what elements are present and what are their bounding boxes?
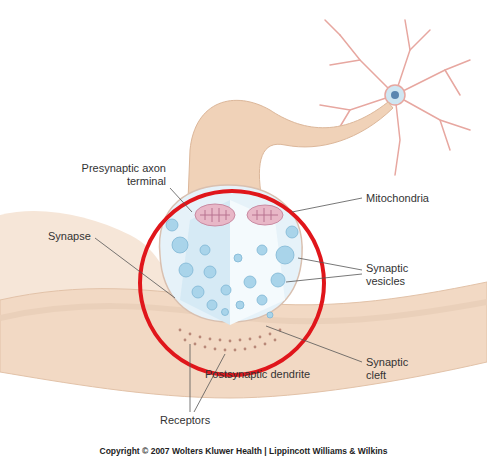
illustration-part — [395, 60, 470, 95]
illustration-part — [252, 208, 278, 222]
illustration-part — [257, 295, 267, 305]
illustration-part — [204, 266, 216, 278]
illustration-part — [234, 254, 242, 262]
illustration-part — [199, 336, 202, 339]
illustration-part — [170, 188, 192, 212]
part-label: Receptors — [160, 414, 240, 427]
illustration-part — [269, 333, 272, 336]
illustration-part — [195, 204, 235, 226]
illustration-part — [222, 309, 229, 316]
illustration-part — [274, 339, 277, 342]
illustration-part — [166, 219, 178, 231]
illustration-part — [286, 274, 362, 282]
illustration-part — [267, 312, 273, 318]
illustration-part — [204, 346, 207, 349]
illustration-part — [410, 30, 430, 50]
part-label: Synapse — [48, 230, 108, 243]
illustration-part — [95, 238, 175, 298]
part-label: Presynaptic axon terminal — [80, 162, 166, 188]
illustration-part — [219, 339, 222, 342]
illustration-part — [209, 338, 212, 341]
illustration-part — [179, 329, 182, 332]
illustration-part — [236, 301, 244, 309]
illustration-part — [194, 343, 197, 346]
illustration-part — [200, 245, 210, 255]
mitochondria — [195, 204, 283, 226]
illustration-part — [194, 354, 225, 412]
illustration-part — [340, 35, 395, 95]
illustration-part — [172, 237, 188, 253]
illustration-part — [247, 205, 283, 225]
illustration-part — [214, 348, 217, 351]
highlight-circle — [140, 191, 324, 375]
receptors — [179, 329, 282, 352]
illustration-part — [221, 285, 231, 295]
illustration-part — [207, 300, 217, 310]
illustration-part — [189, 333, 192, 336]
illustration-part — [257, 245, 267, 255]
illustration-part — [271, 273, 285, 287]
illustration-part — [190, 344, 191, 412]
illustration-part — [395, 95, 470, 130]
illustration-part — [229, 340, 232, 343]
part-label: Synaptic cleft — [366, 356, 428, 382]
illustration-part — [445, 70, 460, 95]
illustration-part — [230, 200, 285, 325]
illustration-part — [244, 276, 256, 288]
illustration-part — [234, 349, 237, 352]
illustration-part — [266, 326, 362, 362]
illustration-part — [395, 95, 400, 175]
illustration-part — [239, 339, 242, 342]
part-label: Mitochondria — [366, 192, 466, 205]
illustration-part — [254, 346, 257, 349]
illustration-part — [249, 338, 252, 341]
illustration-part — [192, 286, 204, 298]
illustration-part — [276, 246, 294, 264]
illustration-part — [391, 91, 399, 99]
leader-lines — [95, 188, 362, 412]
illustration-part — [200, 208, 230, 222]
illustration-part — [179, 263, 193, 277]
illustration-part — [292, 198, 362, 212]
illustration-part — [264, 343, 267, 346]
illustration-part — [224, 349, 227, 352]
illustration-part — [440, 120, 450, 150]
vesicles — [166, 219, 298, 318]
copyright-caption: Copyright © 2007 Wolters Kluwer Health |… — [0, 446, 487, 456]
illustration-part — [184, 339, 187, 342]
illustration-part — [244, 348, 247, 351]
part-label: Postsynaptic dendrite — [205, 368, 355, 381]
illustration-part — [395, 20, 410, 95]
illustration-part — [330, 60, 360, 65]
illustration-part — [320, 20, 470, 175]
illustration-part — [286, 226, 298, 238]
illustration-part — [298, 258, 362, 270]
illustration-part — [325, 20, 340, 35]
illustration-part — [259, 336, 262, 339]
neuron — [320, 20, 470, 175]
part-label: Synaptic vesicles — [366, 262, 428, 288]
